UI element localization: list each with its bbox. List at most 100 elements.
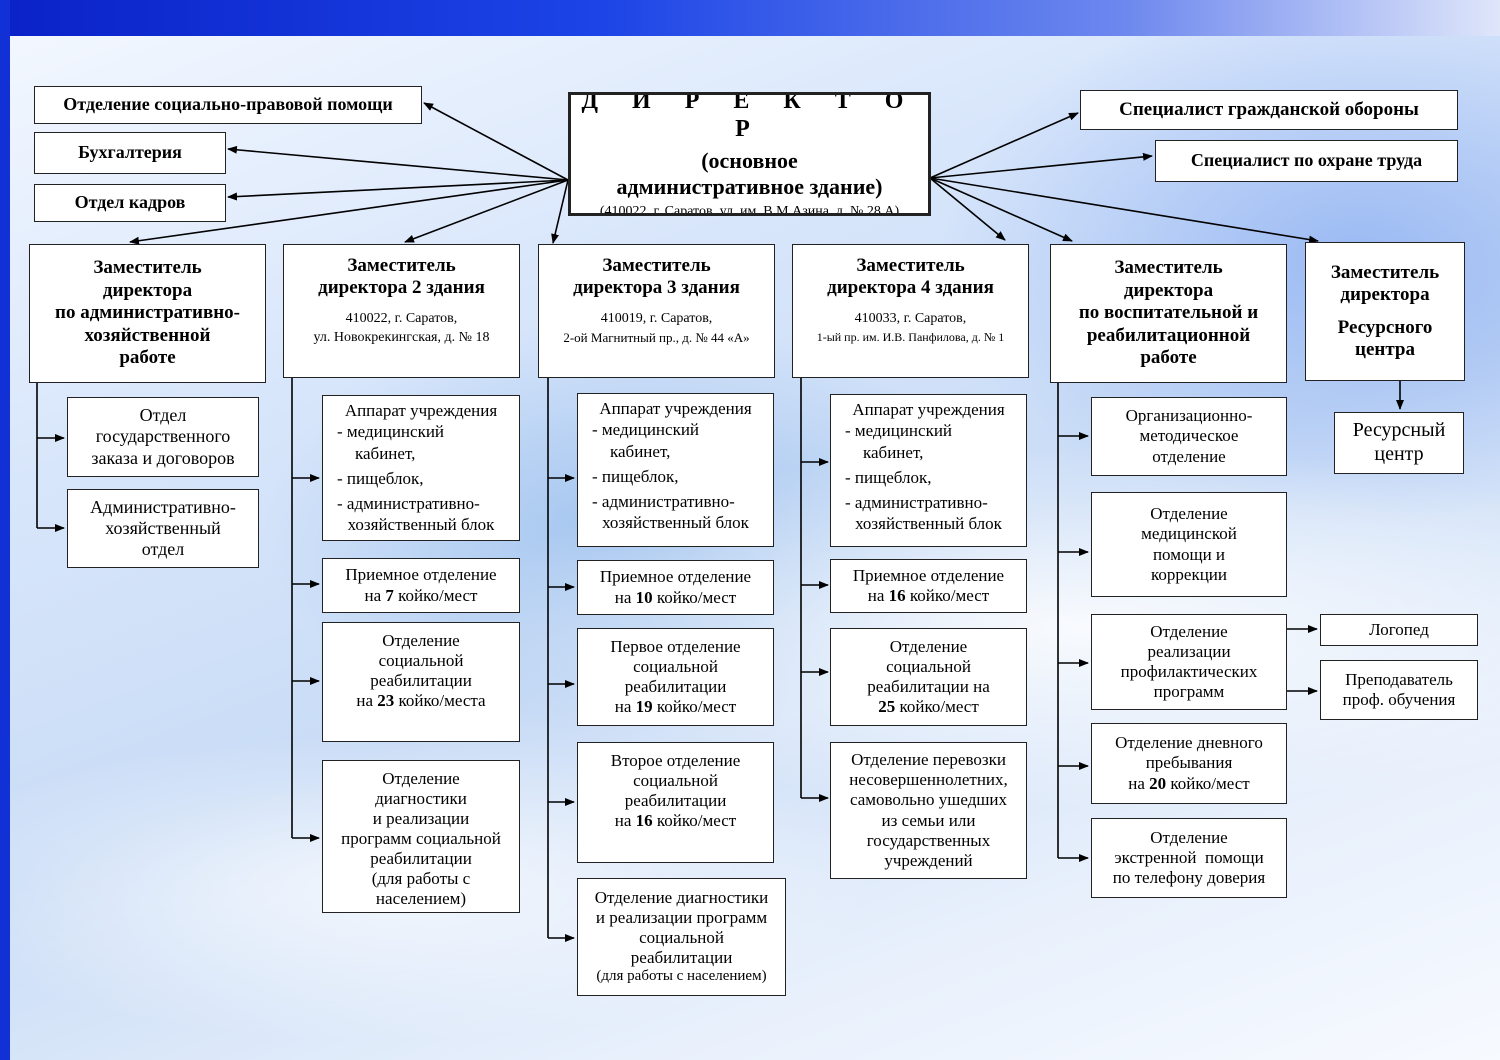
deputy-b2-line-1: Заместитель bbox=[347, 255, 456, 276]
director-subtitle-1: (основное bbox=[701, 147, 798, 173]
deputy-admin-line-4: хозяйственной bbox=[84, 324, 211, 346]
director-subtitle-2: административное здание) bbox=[616, 174, 883, 200]
vocational-teacher: Преподаватель проф. обучения bbox=[1320, 660, 1478, 720]
deputy-admin-line-3: по административно- bbox=[55, 302, 240, 324]
b4-social-line-2: социальной bbox=[886, 656, 971, 676]
b3-first-line-1: Первое отделение bbox=[610, 636, 741, 656]
b2-diag-line-4: программ социальной bbox=[341, 829, 501, 849]
b2-diag-line-1: Отделение bbox=[382, 769, 460, 788]
b2-diagnostics-department: Отделение диагностики и реализации прогр… bbox=[322, 760, 520, 913]
state-orders-line-2: государственного bbox=[95, 426, 231, 447]
admin-econ-department: Административно- хозяйственный отдел bbox=[67, 489, 259, 568]
b4-social-beds: 25 bbox=[878, 697, 896, 717]
b2-social-rehab-department: Отделение социальной реабилитации на 23 … bbox=[322, 622, 520, 742]
b3-apparatus-head: Аппарат учреждения bbox=[599, 399, 752, 418]
rehab-day-line-1: Отделение дневного bbox=[1115, 733, 1263, 753]
b3-apparatus-med: - медицинский bbox=[592, 420, 700, 440]
resource-center: Ресурсный центр bbox=[1334, 412, 1464, 474]
labor-safety-label: Специалист по охране труда bbox=[1190, 150, 1423, 171]
rehab-method-line-1: Организационно- bbox=[1125, 406, 1253, 426]
rehab-medical-line-4: коррекции bbox=[1151, 564, 1227, 584]
b4-social-post: койко/мест bbox=[895, 697, 979, 717]
deputy-rehab-line-5: работе bbox=[1140, 347, 1197, 369]
deputy-resource-line-2: директора bbox=[1340, 284, 1430, 306]
b3-diag-line-3: социальной bbox=[639, 928, 724, 948]
deputy-b3-address-1: 410019, г. Саратов, bbox=[600, 310, 713, 326]
deputy-b3-address-2: 2-ой Магнитный пр., д. № 44 «А» bbox=[563, 329, 750, 345]
deputy-b4-address-2: 1-ый пр. им. И.В. Панфилова, д. № 1 bbox=[816, 329, 1005, 344]
b4-transport-line-1: Отделение перевозки bbox=[851, 750, 1006, 770]
b3-first-pre: на bbox=[614, 697, 636, 717]
accounting-label: Бухгалтерия bbox=[78, 142, 182, 163]
deputy-resource-box: Заместитель директора Ресурсного центра bbox=[1305, 242, 1465, 381]
civil-defense-label: Специалист гражданской обороны bbox=[1119, 98, 1419, 120]
b4-social-line-1: Отделение bbox=[889, 636, 968, 656]
b4-apparatus-head: Аппарат учреждения bbox=[852, 400, 1005, 419]
b2-reception-pre: на bbox=[364, 585, 386, 605]
deputy-b2-address-1: 410022, г. Саратов, bbox=[345, 310, 458, 326]
b4-reception-beds: 16 bbox=[888, 586, 906, 605]
rehab-method-line-3: отделение bbox=[1152, 446, 1226, 466]
hr-label: Отдел кадров bbox=[74, 192, 186, 213]
b2-apparatus-med: - медицинский bbox=[337, 422, 445, 442]
deputy-b2-line-2: директора 2 здания bbox=[318, 277, 485, 299]
b4-transport-line-2: несовершеннолетних, bbox=[849, 770, 1008, 790]
b2-reception-beds: 7 bbox=[385, 585, 394, 605]
rehab-hotline-line-3: по телефону доверия bbox=[1112, 868, 1266, 888]
b2-social-beds: 23 bbox=[377, 691, 395, 711]
b2-apparatus-block2: хозяйственный блок bbox=[347, 515, 495, 535]
b4-reception-post: койко/мест bbox=[905, 586, 990, 605]
deputy-building-3-box: Заместитель директора 3 здания 410019, г… bbox=[538, 244, 775, 378]
b3-first-post: койко/мест bbox=[652, 697, 737, 717]
b3-reception-beds: 10 bbox=[635, 587, 653, 607]
b3-second-beds: 16 bbox=[635, 811, 653, 831]
b4-apparatus-block: - административно- bbox=[845, 493, 988, 512]
admin-econ-line-2: хозяйственный bbox=[105, 517, 221, 538]
deputy-resource-line-4: центра bbox=[1355, 338, 1415, 360]
rehab-day-pre: на bbox=[1128, 773, 1150, 793]
b4-social-rehab-department: Отделение социальной реабилитации на 25 … bbox=[830, 628, 1027, 726]
vocational-teacher-line-1: Преподаватель bbox=[1345, 669, 1453, 689]
b4-transport-line-6: учреждений bbox=[884, 850, 973, 870]
deputy-admin-line-5: работе bbox=[119, 347, 176, 369]
b4-transport-line-5: государственных bbox=[866, 830, 991, 850]
deputy-b3-address: 410019, г. Саратов, 2-ой Магнитный пр., … bbox=[563, 310, 749, 346]
b3-second-post: койко/мест bbox=[652, 811, 737, 831]
rehab-medical-line-3: помощи и bbox=[1152, 544, 1226, 564]
b2-reception-post: койко/мест bbox=[393, 585, 478, 605]
deputy-rehab-line-4: реабилитационной bbox=[1086, 324, 1251, 346]
b2-social-post: койко/места bbox=[394, 691, 486, 711]
speech-therapist-label: Логопед bbox=[1369, 619, 1429, 639]
deputy-resource-line-1: Заместитель bbox=[1330, 261, 1440, 283]
speech-therapist: Логопед bbox=[1320, 614, 1478, 646]
b2-diag-line-5: реабилитации bbox=[370, 849, 472, 869]
deputy-b2-address: 410022, г. Саратов, ул. Новокрекингская,… bbox=[314, 310, 490, 348]
rehab-hotline-line-2: экстренной помощи bbox=[1114, 847, 1264, 867]
deputy-rehab-box: Заместитель директора по воспитательной … bbox=[1050, 244, 1287, 383]
rehab-medical-line-1: Отделение bbox=[1150, 504, 1228, 524]
state-orders-department: Отдел государственного заказа и договоро… bbox=[67, 397, 259, 477]
rehab-day-line-2: пребывания bbox=[1145, 753, 1233, 773]
deputy-admin-box: Заместитель директора по административно… bbox=[29, 244, 266, 383]
rehab-prevention-line-2: реализации bbox=[1147, 642, 1231, 662]
b2-diag-line-7: населением) bbox=[375, 889, 467, 909]
b3-second-line-2: социальной bbox=[633, 771, 718, 791]
b4-reception-department: Приемное отделение на 16 койко/мест bbox=[830, 559, 1027, 613]
hr-department: Отдел кадров bbox=[34, 184, 226, 222]
b4-apparatus: Аппарат учреждения - медицинский кабинет… bbox=[830, 394, 1027, 547]
b2-apparatus: Аппарат учреждения - медицинский кабинет… bbox=[322, 395, 520, 541]
b2-reception-line-1: Приемное отделение bbox=[345, 565, 497, 585]
deputy-building-2-box: Заместитель директора 2 здания 410022, г… bbox=[283, 244, 520, 378]
b2-social-line-3: реабилитации bbox=[370, 671, 472, 691]
b4-reception-pre: на bbox=[867, 586, 889, 605]
b3-apparatus: Аппарат учреждения - медицинский кабинет… bbox=[577, 393, 774, 547]
deputy-rehab-line-2: директора bbox=[1123, 279, 1214, 301]
b2-social-line-2: социальной bbox=[378, 651, 464, 671]
deputy-b4-address-1: 410033, г. Саратов, bbox=[854, 310, 967, 326]
b2-reception-department: Приемное отделение на 7 койко/мест bbox=[322, 558, 520, 613]
b3-second-rehab-department: Второе отделение социальной реабилитации… bbox=[577, 742, 774, 863]
b2-diag-line-2: диагностики bbox=[375, 789, 467, 809]
deputy-b3-line-1: Заместитель bbox=[602, 255, 711, 276]
deputy-b4-address: 410033, г. Саратов, 1-ый пр. им. И.В. Па… bbox=[817, 310, 1005, 345]
